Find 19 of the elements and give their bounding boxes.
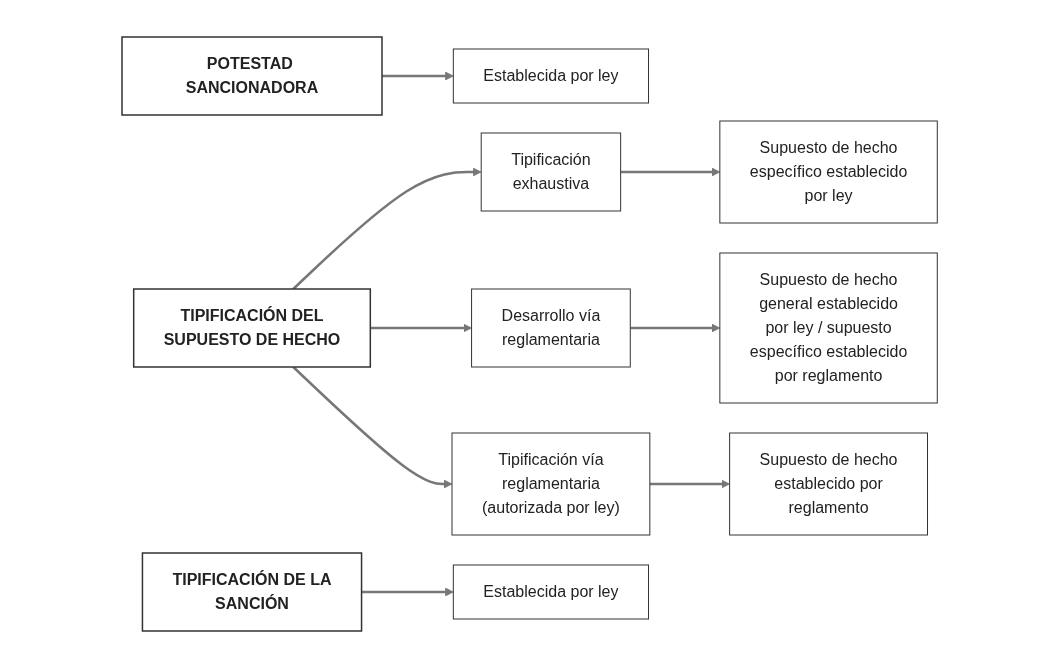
- arrow: [370, 323, 472, 332]
- node-box: Establecida por ley: [452, 48, 649, 103]
- arrow: [649, 479, 730, 488]
- node-box: Desarrollo vía reglamentaria: [470, 288, 631, 367]
- node-box: Supuesto de hecho específico establecido por ley: [719, 120, 938, 223]
- node-box: Supuesto de hecho establecido por reglamento: [729, 432, 928, 535]
- arrow: [381, 71, 454, 80]
- arrow: [361, 587, 454, 596]
- node-box: Tipificación exhaustiva: [480, 132, 621, 211]
- node-box: POTESTAD SANCIONADORA: [121, 35, 383, 116]
- node-box: Tipificación vía reglamentaria (autorizada por ley): [451, 432, 651, 535]
- arrow: [292, 167, 482, 290]
- arrow: [630, 323, 721, 332]
- arrow: [292, 365, 453, 488]
- node-box: TIPIFICACIÓN DEL SUPUESTO DE HECHO: [132, 287, 371, 368]
- arrow: [620, 167, 721, 176]
- node-box: Supuesto de hecho general establecido por ley / supuesto específico establecido por reglamento: [719, 252, 938, 403]
- node-box: TIPIFICACIÓN DE LA SANCIÓN: [141, 551, 363, 632]
- node-box: Establecida por ley: [452, 564, 649, 619]
